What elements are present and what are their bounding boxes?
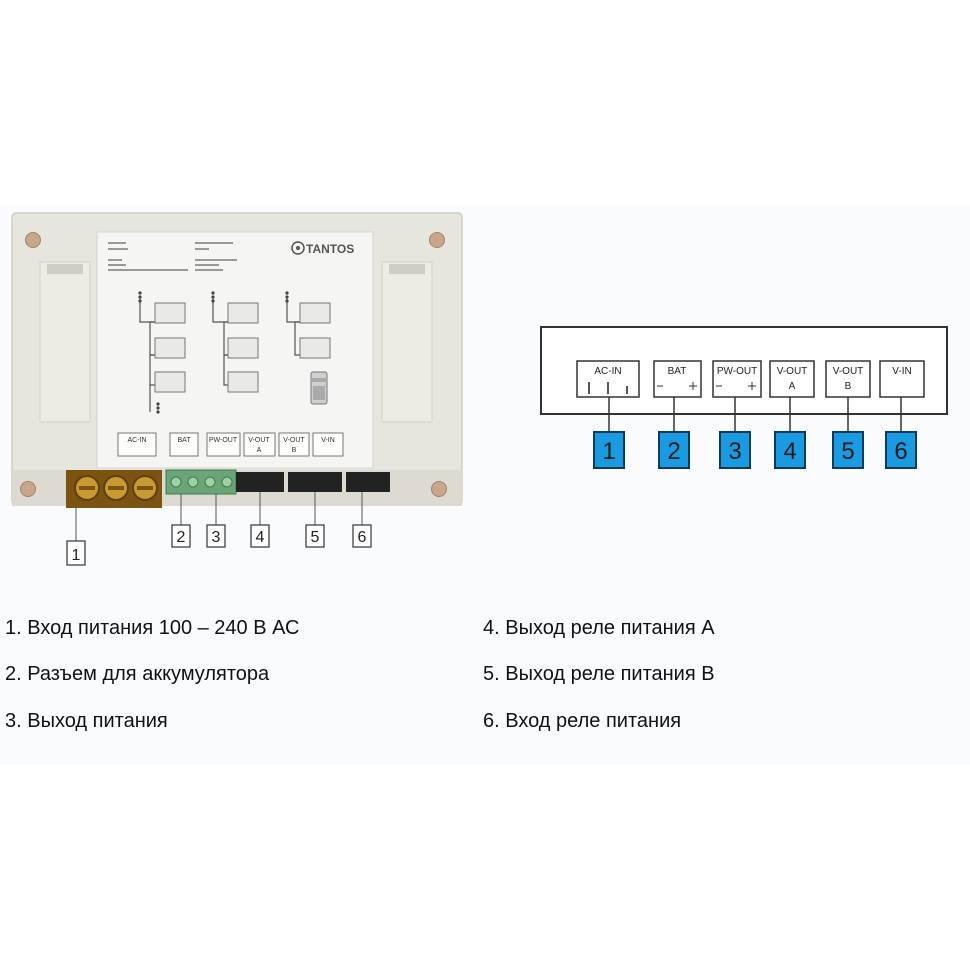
device-connector-label-3: PW-OUT [209, 437, 238, 444]
schematic-label-4: V-OUT [777, 366, 808, 377]
device-callout-4: 4 [256, 529, 265, 546]
legend-item-3: 3. Выход питания [5, 710, 168, 732]
legend-item-6: 6. Вход реле питания [483, 710, 682, 732]
schematic-label-3: PW-OUT [717, 366, 757, 377]
legend-item-4: 4. Выход реле питания A [483, 617, 715, 639]
schematic-label-6: V-IN [892, 366, 911, 377]
device-connector-sub-5: B [292, 447, 297, 454]
device-callout-5: 5 [311, 529, 320, 546]
device-connector-sub-4: A [257, 447, 262, 454]
device-callout-3: 3 [212, 529, 221, 546]
schematic-label-5: V-OUT [833, 366, 864, 377]
device-connector-label-4: V-OUT [248, 437, 270, 444]
schematic-number-5: 5 [841, 438, 854, 465]
schematic-number-4: 4 [783, 438, 796, 465]
schematic-number-3: 3 [728, 438, 741, 465]
legend-item-5: 5. Выход реле питания B [483, 663, 715, 685]
device-callout-2: 2 [177, 529, 186, 546]
schematic-number-1: 1 [602, 438, 615, 465]
device-connector-label-6: V-IN [321, 437, 335, 444]
brand-text: TANTOS [306, 242, 354, 256]
device-connector-label-5: V-OUT [283, 437, 305, 444]
terminal-schematic: AC-IN BAT PW-OUT V-OUT A V-OUT B V-IN [540, 326, 948, 469]
device-connector-label-2: BAT [177, 437, 191, 444]
schematic-number-6: 6 [894, 438, 907, 465]
green-terminals [165, 469, 237, 495]
device-callout-6: 6 [358, 529, 367, 546]
tantos-logo: TANTOS [291, 241, 354, 256]
ac-terminal-block [66, 470, 162, 508]
schematic-sub-4: A [789, 381, 796, 392]
device-callout-1: 1 [72, 547, 81, 564]
legend-item-1: 1. Вход питания 100 – 240 В АС [5, 617, 300, 639]
schematic-number-2: 2 [667, 438, 680, 465]
schematic-sub-5: B [845, 381, 852, 392]
schematic-label-2: BAT [668, 366, 687, 377]
device-connector-label-1: AC-IN [127, 437, 146, 444]
device-photo: TANTOS [11, 212, 463, 566]
legend-item-2: 2. Разъем для аккумулятора [5, 663, 270, 685]
schematic-label-1: AC-IN [594, 366, 621, 377]
